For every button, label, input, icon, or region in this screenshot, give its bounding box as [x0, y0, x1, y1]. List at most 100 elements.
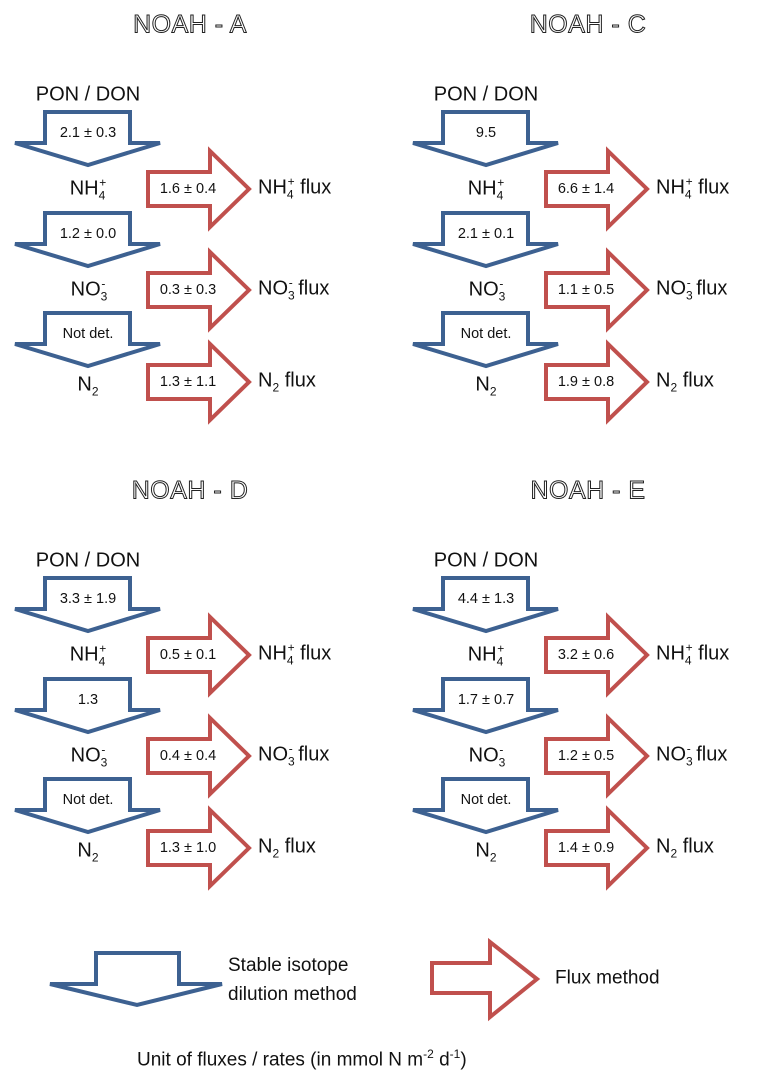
species-base: NH — [467, 643, 497, 666]
species-base: NO — [258, 743, 288, 766]
flux-rate: 3.2 ± 0.6 — [557, 647, 615, 663]
species-suffix: flux — [294, 642, 332, 665]
legend-flux-arrow — [430, 937, 541, 1022]
isotope-rate: Not det. — [62, 326, 114, 342]
flux-label-no3: NO3- flux — [258, 741, 329, 769]
flux-label-nh4: NH4+ flux — [656, 640, 730, 667]
species-subscript: 2 — [91, 384, 99, 399]
species-subscript: 2 — [489, 850, 497, 865]
isotope-rate: Not det. — [460, 792, 512, 808]
flux-label-nh4: NH4+ flux — [258, 642, 332, 668]
isotope-arrow — [14, 211, 161, 269]
species-suffix: flux — [677, 369, 714, 392]
species-suffix: flux — [279, 835, 316, 858]
species-subscript: 3 — [498, 755, 506, 770]
species-suffix: flux — [692, 176, 730, 199]
flux-arrow — [146, 805, 252, 891]
flux-rate: 1.3 ± 1.0 — [159, 840, 217, 856]
panel-title: NOAH - A — [133, 10, 247, 39]
species-nh4: NH4+ — [467, 641, 505, 668]
species-superscript: + — [685, 640, 693, 655]
species-superscript: + — [497, 175, 505, 190]
species-n2: N2 — [77, 374, 99, 399]
legend-isotope-arrow — [49, 951, 223, 1008]
species-subscript: 4 — [684, 187, 692, 202]
species-superscript: + — [287, 174, 295, 189]
species-superscript: - — [499, 276, 504, 291]
species-base: NO — [656, 743, 686, 766]
species-pon-don: PON / DON — [434, 84, 538, 107]
flux-arrow — [146, 612, 252, 698]
isotope-rate: 1.7 ± 0.7 — [457, 692, 515, 708]
legend-isotope-line2: dilution method — [228, 984, 357, 1005]
isotope-arrow — [412, 677, 559, 735]
flux-rate: 1.1 ± 0.5 — [557, 282, 615, 298]
species-subscript: 2 — [670, 380, 678, 395]
species-subscript: 3 — [288, 754, 295, 769]
flux-rate: 0.5 ± 0.1 — [159, 647, 217, 663]
species-nh4: NH4+ — [69, 177, 107, 203]
species-superscript: - — [101, 276, 106, 291]
species-base: NH — [656, 176, 685, 199]
arrows — [412, 110, 650, 425]
species-superscript: - — [686, 741, 691, 756]
species-base: NO — [70, 278, 101, 301]
species-base: NH — [69, 177, 99, 200]
flux-label-n2: N2 flux — [258, 835, 316, 860]
species-subscript: 2 — [272, 380, 280, 395]
isotope-arrow — [14, 576, 161, 634]
flux-label-nh4: NH4+ flux — [656, 176, 730, 202]
unit-text: Unit of fluxes / rates (in mmol N m — [137, 1049, 424, 1071]
species-subscript: 2 — [91, 850, 99, 865]
isotope-rate: Not det. — [62, 792, 114, 808]
flux-rate: 0.4 ± 0.4 — [159, 748, 217, 764]
flux-arrow — [544, 247, 650, 333]
species-base: PON / DON — [433, 549, 539, 572]
species-superscript: + — [497, 641, 505, 656]
species-base: NO — [656, 277, 686, 300]
flux-arrow — [146, 146, 252, 232]
species-no3: NO3- — [70, 742, 108, 769]
species-subscript: 4 — [286, 653, 294, 668]
species-base: N — [656, 369, 671, 392]
flux-label-no3: NO3- flux — [656, 277, 727, 302]
species-suffix: flux — [677, 835, 714, 858]
flux-arrow — [146, 713, 252, 799]
species-pon-don: PON / DON — [36, 84, 140, 107]
species-suffix: flux — [692, 642, 730, 665]
flux-label-n2: N2 flux — [656, 369, 714, 395]
flux-rate: 1.9 ± 0.8 — [557, 374, 615, 390]
arrows — [412, 576, 650, 891]
flux-label-no3: NO3- flux — [656, 741, 727, 768]
flux-label-no3: NO3- flux — [258, 275, 330, 303]
isotope-rate: 2.1 ± 0.1 — [457, 226, 515, 242]
species-subscript: 2 — [489, 384, 497, 399]
isotope-rate: 1.2 ± 0.0 — [59, 226, 117, 242]
species-no3: NO3- — [469, 276, 506, 303]
species-no3: NO3- — [469, 744, 506, 770]
species-base: NO — [258, 277, 288, 300]
species-subscript: 4 — [98, 188, 106, 203]
flux-arrow — [146, 339, 252, 425]
species-pon-don: PON / DON — [36, 550, 140, 573]
species-base: NO — [70, 744, 101, 767]
isotope-rate: 1.3 — [77, 692, 99, 708]
species-base: PON / DON — [35, 549, 141, 572]
species-superscript: - — [288, 275, 293, 290]
species-suffix: flux — [279, 369, 316, 392]
unit-text: ) — [460, 1049, 467, 1071]
species-suffix: flux — [292, 277, 330, 300]
flux-arrow — [146, 247, 252, 333]
isotope-rate: 4.4 ± 1.3 — [457, 591, 515, 607]
species-base: N — [77, 839, 92, 862]
species-base: NH — [258, 176, 287, 199]
species-superscript: - — [288, 741, 293, 756]
flux-rate: 0.3 ± 0.3 — [159, 282, 217, 298]
species-subscript: 3 — [288, 288, 295, 303]
species-base: N — [475, 839, 490, 862]
species-superscript: - — [101, 742, 106, 757]
species-base: PON / DON — [35, 83, 141, 106]
isotope-arrow — [14, 110, 161, 168]
